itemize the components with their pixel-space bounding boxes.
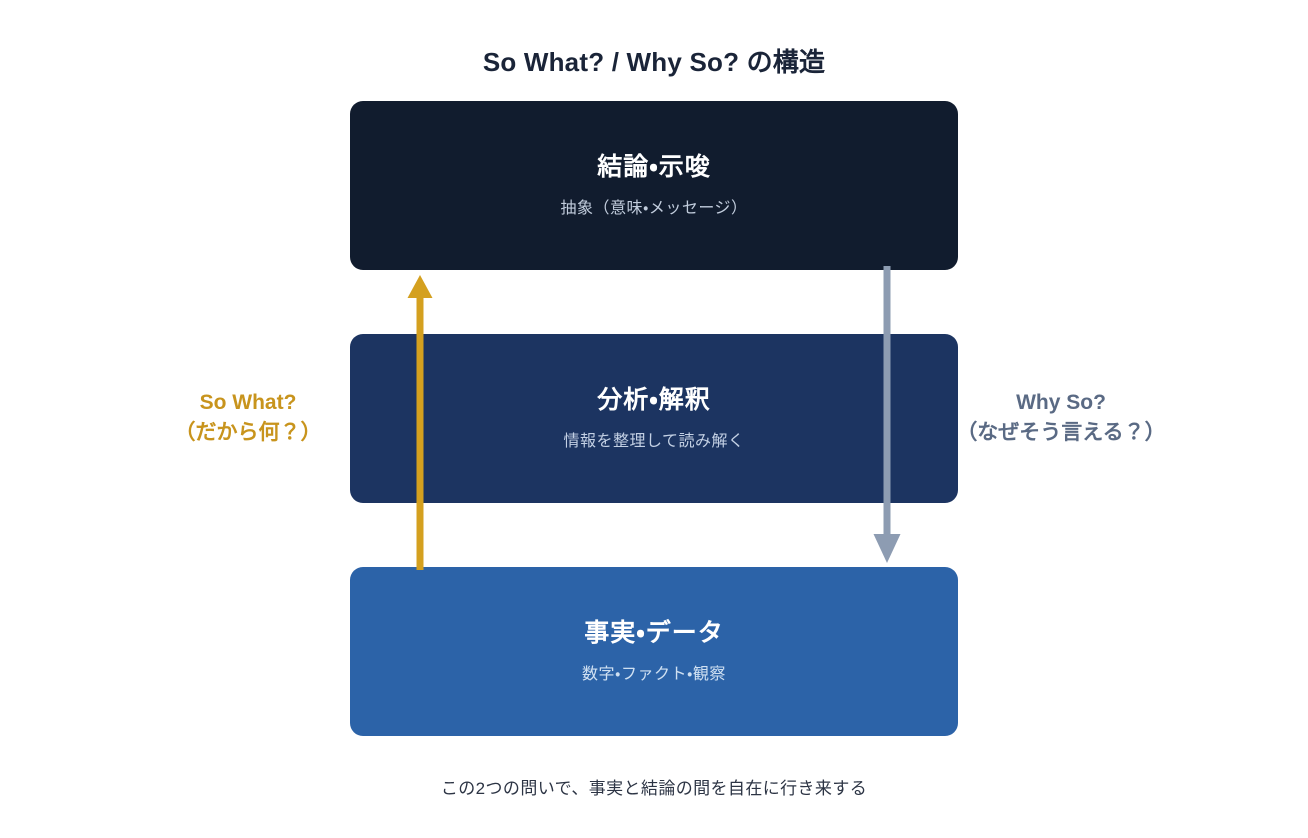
- footer-caption: この2つの問いで、事実と結論の間を自在に行き来する: [440, 779, 868, 798]
- layer-box-analysis[interactable]: 分析・解釈 情報を整理して読み解く: [350, 334, 958, 503]
- arrow-down-icon: [873, 266, 901, 563]
- layer-title-analysis: 分析・解釈: [597, 386, 711, 415]
- label-why-so-ja: （なぜそう言える？）: [956, 420, 1166, 444]
- label-why-so: Why So? （なぜそう言える？）: [930, 388, 1192, 448]
- layer-box-facts[interactable]: 事実・データ 数字・ファクト・観察: [350, 567, 958, 736]
- layer-title-conclusion: 結論・示唆: [597, 153, 711, 182]
- layer-subtitle-conclusion: 抽象（意味・メッセージ）: [560, 200, 748, 218]
- label-so-what-en: So What?: [199, 391, 297, 414]
- layer-subtitle-facts: 数字・ファクト・観察: [582, 666, 726, 684]
- label-so-what-ja: （だから何？）: [174, 420, 322, 444]
- arrow-up-icon: [407, 275, 433, 570]
- label-why-so-en: Why So?: [1016, 391, 1106, 414]
- page-title: So What? / Why So? の構造: [482, 47, 826, 77]
- label-so-what: So What? （だから何？）: [108, 388, 388, 448]
- layer-title-facts: 事実・データ: [584, 619, 724, 648]
- layer-subtitle-analysis: 情報を整理して読み解く: [563, 433, 745, 451]
- layer-box-conclusion[interactable]: 結論・示唆 抽象（意味・メッセージ）: [350, 101, 958, 270]
